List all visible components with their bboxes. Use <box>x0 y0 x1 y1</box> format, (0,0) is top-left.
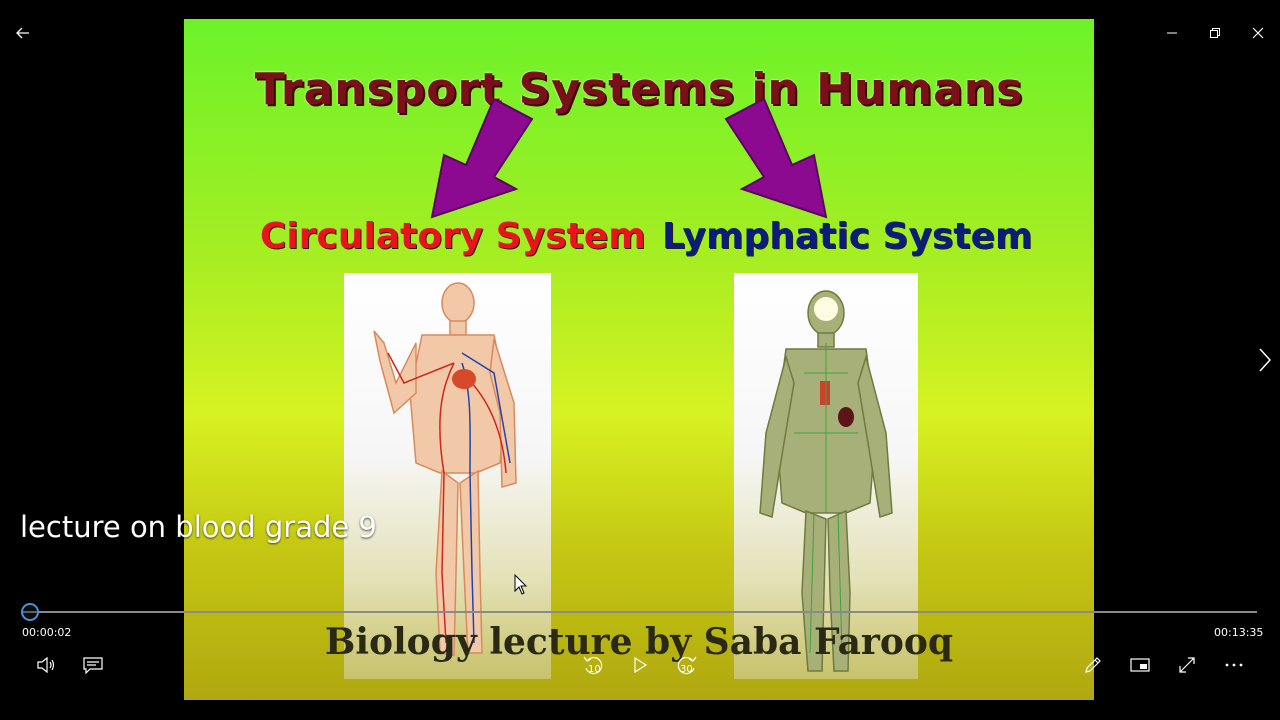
mini-view-icon <box>1130 658 1150 672</box>
seek-thumb[interactable] <box>21 603 40 621</box>
elapsed-time: 00:00:02 <box>22 626 72 639</box>
play-button[interactable] <box>625 650 655 680</box>
volume-icon <box>37 656 55 674</box>
fullscreen-icon <box>1179 657 1195 673</box>
video-title: lecture on blood grade 9 <box>20 510 377 544</box>
lymphatic-body-illustration <box>759 290 893 672</box>
lymphatic-label: Lymphatic System <box>662 216 1033 257</box>
minimize-button[interactable] <box>1157 18 1187 48</box>
skip-forward-icon <box>677 656 697 675</box>
close-button[interactable] <box>1243 18 1273 48</box>
slide-credit: Biology lecture by Saba Farooq <box>324 621 954 663</box>
arrow-left-icon <box>430 99 534 219</box>
skip-forward-label: 30 <box>680 664 693 675</box>
skip-back-button[interactable]: 10 <box>578 650 608 680</box>
close-icon <box>1252 27 1264 39</box>
total-time: 00:13:35 <box>1214 626 1264 639</box>
next-video-button[interactable] <box>1252 343 1278 377</box>
captions-icon <box>83 657 103 674</box>
video-frame[interactable]: Transport Systems in Humans Circulatory … <box>184 19 1094 700</box>
pencil-icon <box>1085 657 1101 673</box>
back-arrow-icon <box>16 27 29 39</box>
mini-view-button[interactable] <box>1125 650 1155 680</box>
captions-button[interactable] <box>78 650 108 680</box>
more-button[interactable] <box>1219 650 1249 680</box>
skip-forward-button[interactable]: 30 <box>672 650 702 680</box>
restore-icon <box>1210 28 1220 38</box>
more-icon <box>1225 663 1243 667</box>
edit-button[interactable] <box>1078 650 1108 680</box>
slide-heading: Transport Systems in Humans <box>254 64 1024 115</box>
skip-back-icon <box>583 656 603 675</box>
circulatory-label: Circulatory System <box>260 216 646 257</box>
skip-back-label: 10 <box>588 664 601 675</box>
lymphatic-figure <box>734 273 918 679</box>
mouse-cursor-icon <box>514 574 528 595</box>
fullscreen-button[interactable] <box>1172 650 1202 680</box>
seek-bar[interactable] <box>23 611 1257 613</box>
play-icon <box>634 656 648 674</box>
minimize-icon <box>1167 32 1177 34</box>
volume-button[interactable] <box>31 650 61 680</box>
chevron-right-icon <box>1259 348 1272 372</box>
restore-button[interactable] <box>1200 18 1230 48</box>
back-button[interactable] <box>8 18 38 48</box>
circulatory-figure <box>344 273 551 679</box>
circulatory-body-illustration <box>373 282 517 656</box>
arrow-right-icon <box>724 99 828 219</box>
